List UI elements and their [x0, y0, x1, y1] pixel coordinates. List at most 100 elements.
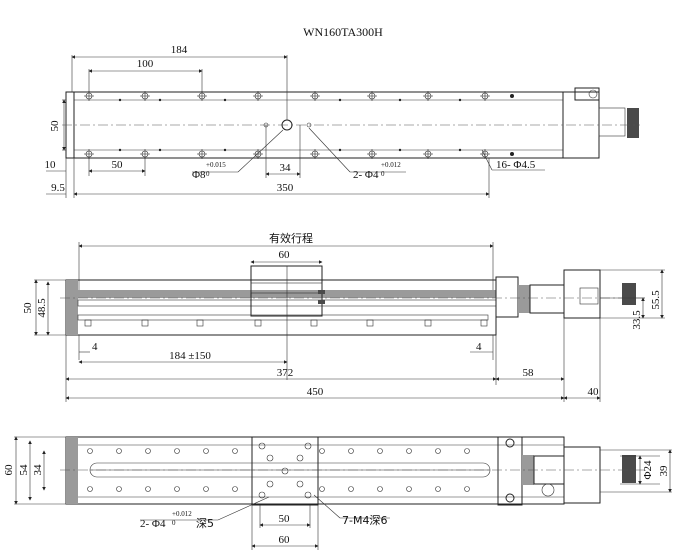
bottom-hole	[174, 486, 180, 492]
small-hole	[338, 148, 342, 152]
top-coupling-knob	[627, 108, 639, 138]
bottom-hole	[377, 448, 383, 454]
bottom-dim-50: 50	[279, 513, 291, 525]
small-hole	[223, 98, 227, 102]
bottom-callout-dowel: 2- Φ4	[140, 518, 166, 530]
bottom-hole	[203, 448, 209, 454]
small-hole	[458, 98, 462, 102]
mount-foot	[424, 319, 432, 327]
side-motor	[563, 269, 601, 319]
side-dim-40: 40	[588, 386, 600, 398]
drawing-title: WN160TA300H	[303, 25, 383, 39]
bottom-hole	[116, 448, 122, 454]
dim-100: 100	[137, 58, 154, 70]
side-dim-184-150: 184 ±150	[169, 350, 211, 362]
bottom-hole	[319, 486, 325, 492]
mount-foot	[196, 319, 204, 327]
dim-184: 184	[171, 44, 188, 56]
mount-foot	[254, 319, 262, 327]
mount-foot	[84, 319, 92, 327]
callout-dowel-holes: 2- Φ4	[353, 169, 379, 181]
side-dim-33-5: 33.5	[631, 310, 643, 330]
plate-hole	[266, 480, 274, 488]
bottom-hole	[145, 448, 151, 454]
bottom-hole	[348, 486, 354, 492]
callout-mount-holes: 16- Φ4.5	[496, 159, 536, 171]
dim-50-height: 50	[49, 120, 61, 132]
mount-foot	[310, 319, 318, 327]
plate-hole	[296, 454, 304, 462]
small-hole	[118, 98, 122, 102]
bottom-dim-34: 34	[32, 464, 44, 476]
side-motor-mount	[495, 276, 519, 318]
bottom-motor	[563, 446, 601, 504]
plate-hole	[296, 480, 304, 488]
callout-pin-hole-tol-upper: +0.015	[206, 161, 226, 169]
side-end-cap-left	[66, 280, 78, 335]
plate-hole	[266, 454, 274, 462]
top-motor-flange	[574, 87, 600, 101]
bottom-dim-60: 60	[3, 464, 15, 476]
dim-34: 34	[280, 162, 292, 174]
bottom-dim-60-width: 60	[279, 534, 291, 546]
small-hole	[118, 148, 122, 152]
bottom-hole	[232, 448, 238, 454]
bottom-hole	[435, 448, 441, 454]
bottom-callout-dowel-tol-lower: 0	[172, 519, 176, 527]
callout-pin-hole: Φ8	[192, 169, 206, 181]
small-hole	[158, 148, 162, 152]
side-view: 有效行程 60 50 48.5	[22, 231, 665, 402]
plate-hole	[258, 491, 266, 499]
stroke-label: 有效行程	[269, 231, 313, 245]
bottom-callout-dowel-depth: 深5	[196, 517, 214, 530]
bottom-knob	[622, 455, 636, 483]
bottom-carriage-plate	[251, 436, 319, 506]
small-hole	[398, 98, 402, 102]
bottom-hole	[435, 486, 441, 492]
end-hole	[510, 94, 514, 98]
plate-hole	[281, 467, 289, 475]
bottom-hole	[174, 448, 180, 454]
bottom-dim-39: 39	[658, 465, 670, 477]
top-row-holes	[84, 91, 514, 159]
bottom-hole	[464, 486, 470, 492]
small-hole	[398, 148, 402, 152]
bottom-callout-tapped: 7-M4深6	[342, 514, 387, 527]
end-hole	[510, 152, 514, 156]
side-dim-48-5: 48.5	[36, 298, 48, 318]
top-view: 184 100 50 10 50 34 9.5 350 Φ8 +0	[45, 44, 640, 198]
bottom-hole	[87, 448, 93, 454]
bottom-dim-54: 54	[18, 464, 30, 476]
plate-holes	[258, 442, 312, 499]
bottom-hole	[464, 448, 470, 454]
side-knob	[622, 283, 636, 305]
bottom-hole	[406, 448, 412, 454]
bottom-hole	[145, 486, 151, 492]
side-coupling	[529, 284, 565, 314]
plate-hole	[304, 491, 312, 499]
bottom-hole	[348, 448, 354, 454]
mount-foot	[366, 319, 374, 327]
dim-9-5: 9.5	[51, 182, 65, 194]
side-dim-55-5: 55.5	[650, 290, 662, 310]
plate-hole	[304, 442, 312, 450]
bottom-hole	[203, 486, 209, 492]
callout-pin-hole-tol-lower: 0	[206, 170, 210, 178]
side-body-outline	[65, 279, 497, 336]
bottom-hole	[377, 486, 383, 492]
mount-foot	[480, 319, 488, 327]
callout-dowel-tol-upper: +0.012	[381, 161, 401, 169]
dim-10: 10	[45, 159, 57, 171]
small-hole	[223, 148, 227, 152]
side-dim-4-left: 4	[92, 341, 98, 353]
plate-hole	[258, 442, 266, 450]
side-dim-4-right: 4	[476, 341, 482, 353]
side-feet	[84, 319, 488, 327]
dim-50-pitch: 50	[112, 159, 124, 171]
bottom-holes	[87, 448, 470, 492]
small-hole	[158, 98, 162, 102]
dim-350: 350	[277, 182, 294, 194]
bottom-hole	[116, 486, 122, 492]
